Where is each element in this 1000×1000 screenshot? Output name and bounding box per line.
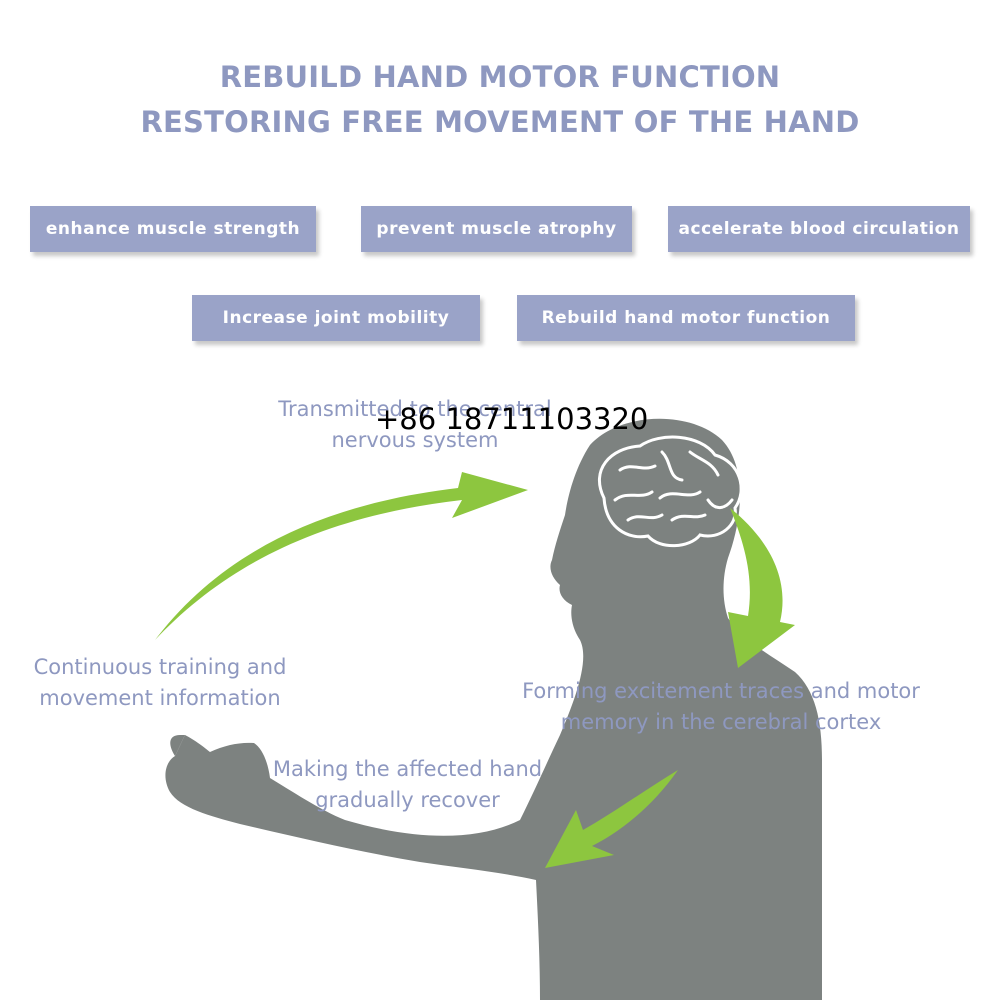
benefit-rebuild-hand-motor-function: Rebuild hand motor function — [517, 295, 855, 341]
benefit-enhance-muscle-strength: enhance muscle strength — [30, 206, 316, 252]
label-hand-recover: Making the affected hand gradually recov… — [260, 754, 555, 816]
main-title: REBUILD HAND MOTOR FUNCTION — [219, 60, 781, 94]
label-line: movement information — [39, 686, 281, 710]
label-central-nervous-system: Transmitted to the central nervous syste… — [265, 394, 565, 456]
benefit-prevent-muscle-atrophy: prevent muscle atrophy — [361, 206, 632, 252]
benefit-label: enhance muscle strength — [45, 219, 301, 239]
label-continuous-training: Continuous training and movement informa… — [20, 652, 300, 714]
benefit-label: prevent muscle atrophy — [376, 219, 617, 239]
label-cerebral-cortex: Forming excitement traces and motor memo… — [508, 676, 934, 738]
label-line: Forming excitement traces and motor — [522, 679, 920, 703]
label-line: memory in the cerebral cortex — [560, 710, 882, 734]
benefit-label: accelerate blood circulation — [678, 219, 960, 239]
brain-icon — [597, 435, 743, 548]
label-line: Continuous training and — [33, 655, 287, 679]
phone-number: +86 18711103320 — [375, 402, 649, 436]
label-line: gradually recover — [315, 788, 500, 812]
benefit-accelerate-blood-circulation: accelerate blood circulation — [668, 206, 970, 252]
label-line: Transmitted to the central — [278, 397, 552, 421]
label-line: nervous system — [331, 428, 499, 452]
benefit-label: Rebuild hand motor function — [541, 308, 831, 328]
subtitle: RESTORING FREE MOVEMENT OF THE HAND — [140, 105, 860, 139]
benefit-label: Increase joint mobility — [222, 308, 450, 328]
label-line: Making the affected hand — [272, 757, 543, 781]
curved-arrow-icon — [155, 472, 795, 868]
human-silhouette — [165, 418, 822, 1000]
benefit-increase-joint-mobility: Increase joint mobility — [192, 295, 480, 341]
